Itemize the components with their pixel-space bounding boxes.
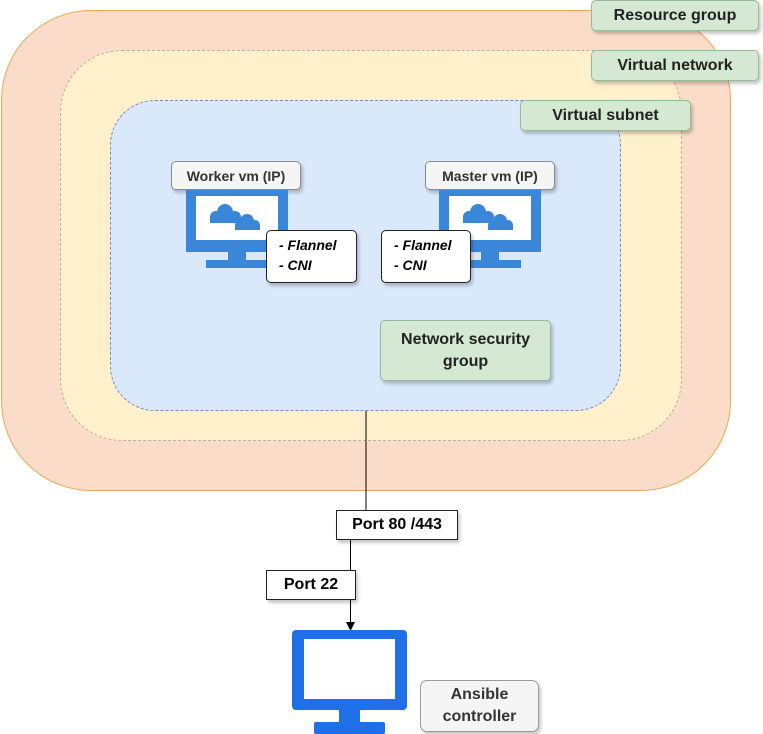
- monitor-icon: [292, 630, 407, 734]
- worker-component-flannel: - Flannel: [279, 237, 337, 253]
- worker-component-cni: - CNI: [279, 257, 312, 273]
- port-80-443-label: Port 80 /443: [336, 510, 458, 540]
- master-component-flannel: - Flannel: [394, 237, 452, 253]
- master-vm-label: Master vm (IP): [425, 161, 555, 190]
- nsg-line1: Network security: [401, 330, 530, 348]
- network-security-group: Network security group: [380, 320, 551, 381]
- resource-group-label: Resource group: [591, 0, 759, 31]
- worker-components-note: - Flannel - CNI: [266, 230, 357, 283]
- arrow-head-icon: [346, 622, 355, 631]
- port-22-label: Port 22: [266, 570, 356, 600]
- master-components-note: - Flannel - CNI: [381, 230, 471, 283]
- cloud-monitor-icon: [186, 190, 288, 268]
- ansible-line2: controller: [442, 708, 517, 725]
- worker-vm-label: Worker vm (IP): [171, 161, 301, 190]
- master-component-cni: - CNI: [394, 257, 427, 273]
- virtual-network-label: Virtual network: [591, 50, 759, 81]
- ansible-line1: Ansible: [450, 686, 509, 703]
- virtual-subnet-label: Virtual subnet: [520, 100, 691, 131]
- nsg-line2: group: [442, 352, 489, 370]
- ansible-controller-label: Ansible controller: [420, 680, 539, 732]
